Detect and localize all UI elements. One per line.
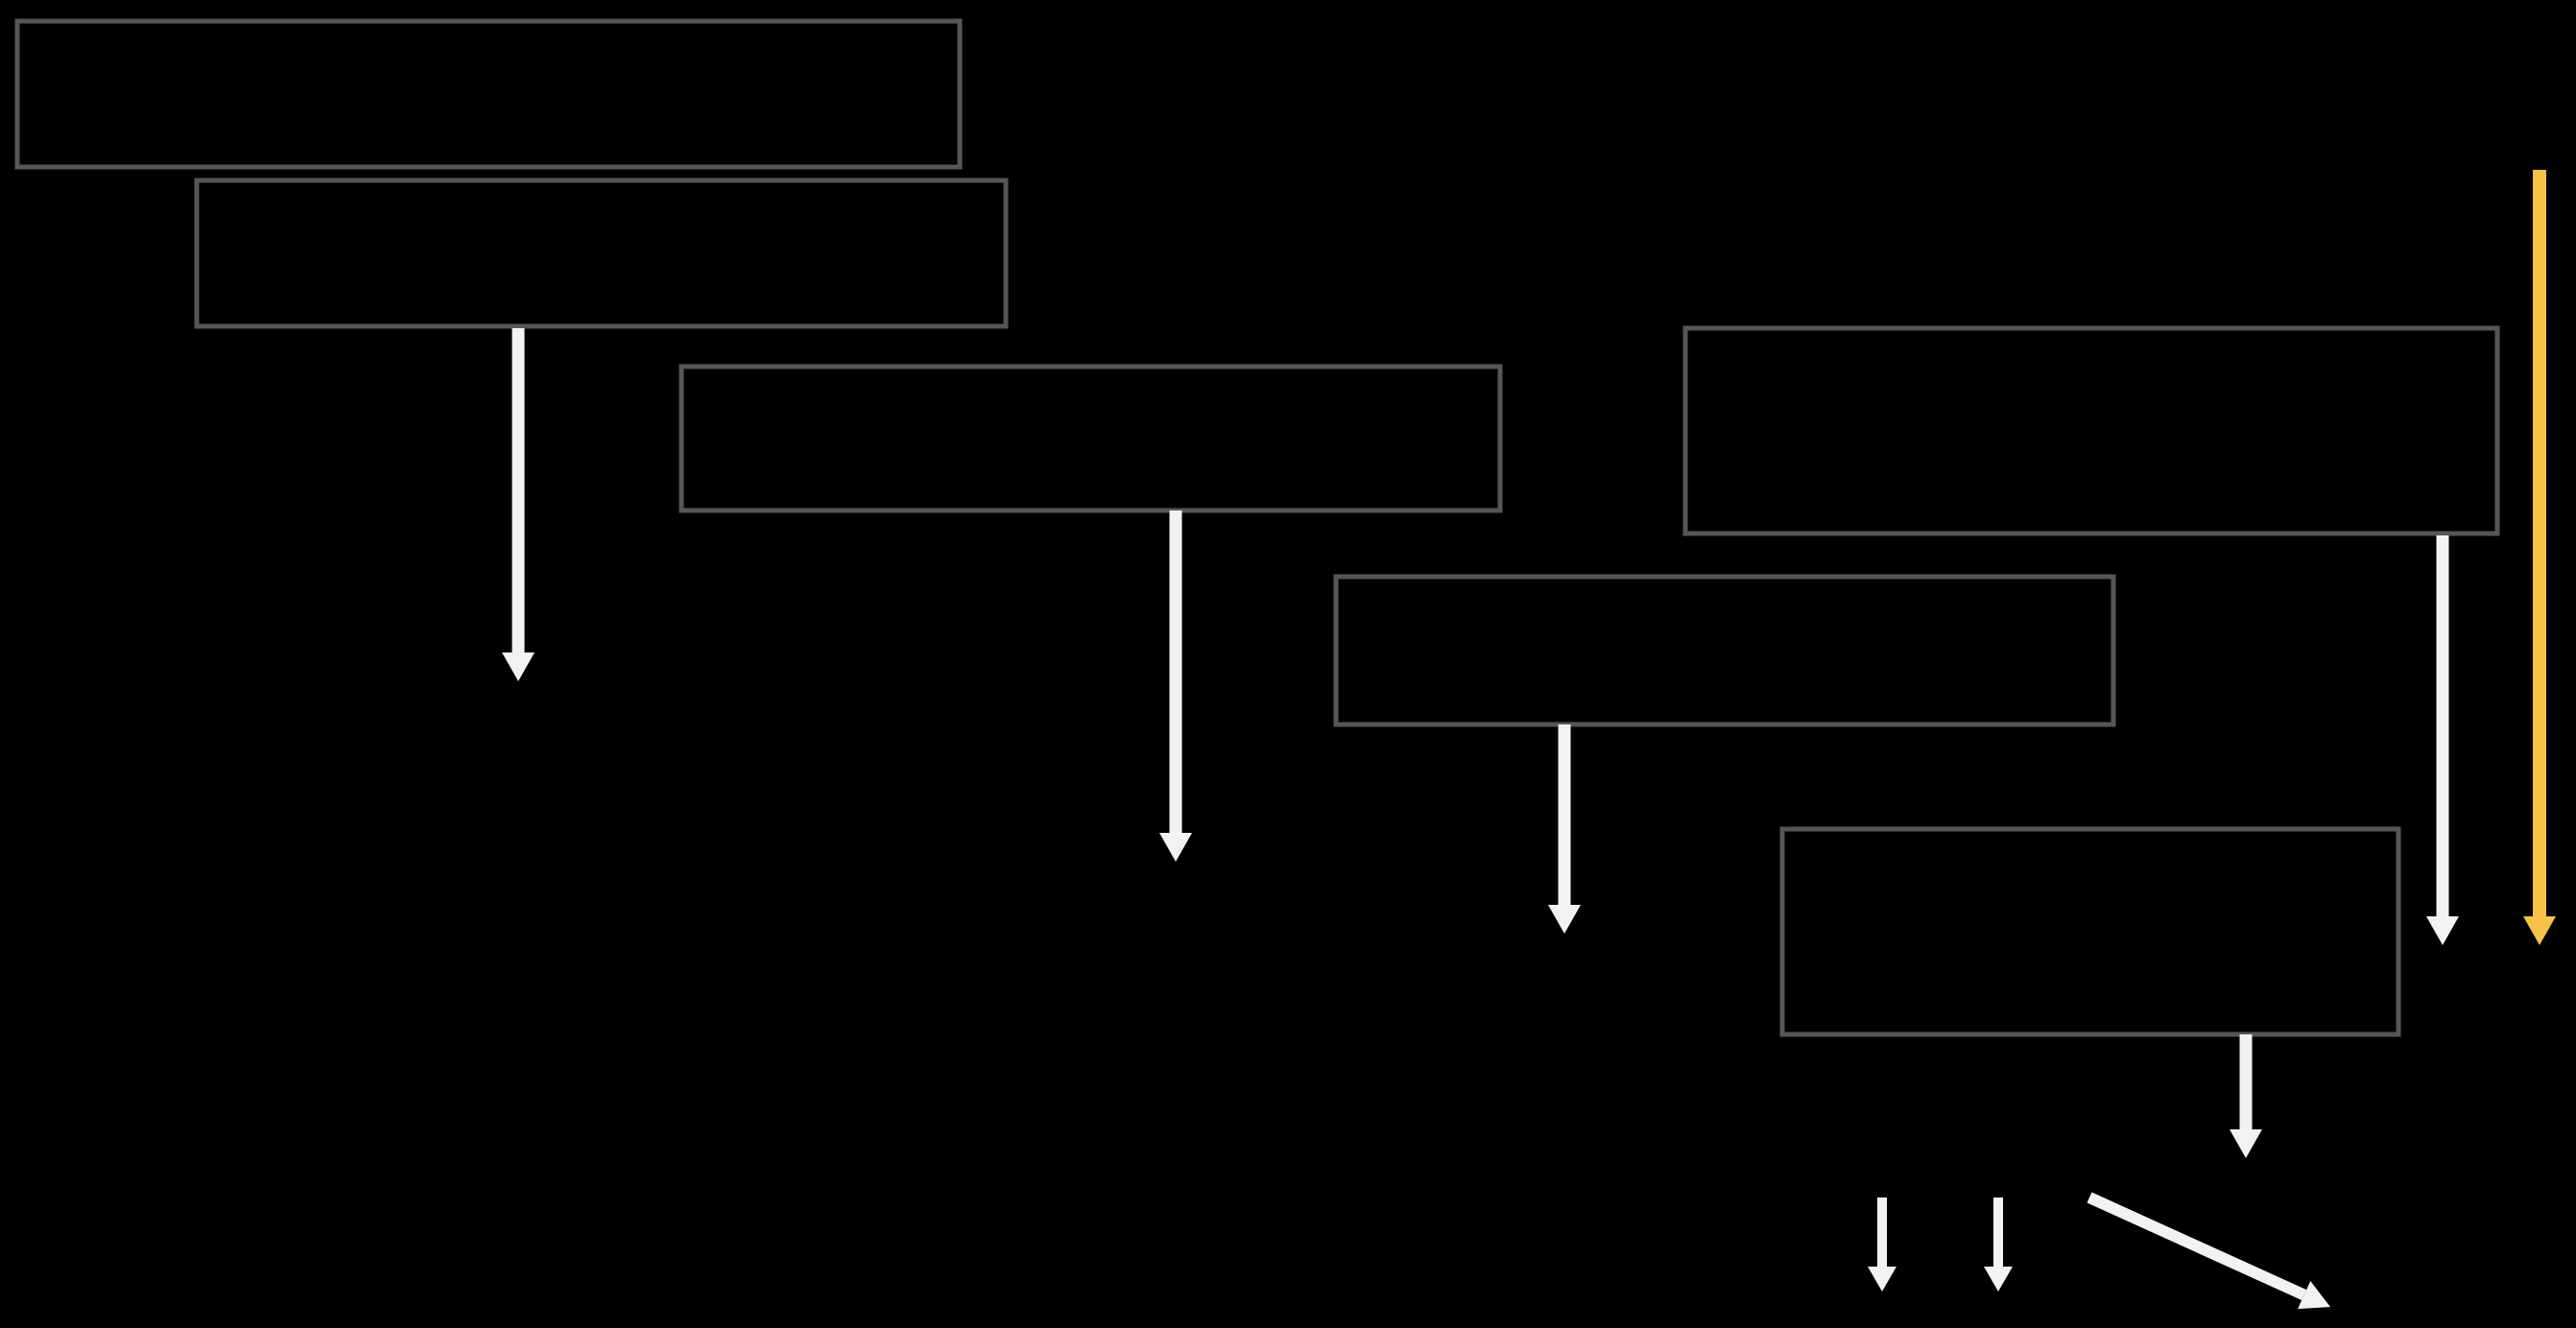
down-arrow-below-box2 [502,328,535,681]
down-arrow-below-box4 [2426,535,2459,945]
down-arrow-below-box6 [2230,1034,2262,1158]
down-arrow-below-box6-head [2230,1129,2262,1158]
accent-long-down-arrow-head [2523,916,2556,945]
down-arrow-below-box4-head [2426,916,2459,945]
small-down-arrow-2 [1984,1198,2013,1292]
stage-box-2 [194,178,1009,329]
down-arrow-below-box3-head [1159,833,1192,862]
down-arrow-below-box5 [1548,724,1581,934]
diagonal-down-right-arrow [2087,1192,2330,1310]
stage-box-5 [1333,574,2116,727]
down-arrow-below-box5-head [1548,905,1581,934]
small-down-arrow-2-head [1984,1267,2013,1292]
diagonal-down-right-arrow-shaft [2087,1192,2307,1301]
down-arrow-below-box2-head [502,652,535,681]
stage-box-6 [1779,826,2401,1037]
stage-box-4 [1682,325,2500,536]
accent-long-down-arrow [2523,170,2556,945]
small-down-arrow-1-head [1868,1267,1896,1292]
stage-box-3 [679,364,1503,513]
stage-box-1 [14,18,963,170]
small-down-arrow-1 [1868,1198,1896,1292]
diagonal-down-right-arrow-head [2298,1281,2330,1310]
down-arrow-below-box3 [1159,510,1192,862]
